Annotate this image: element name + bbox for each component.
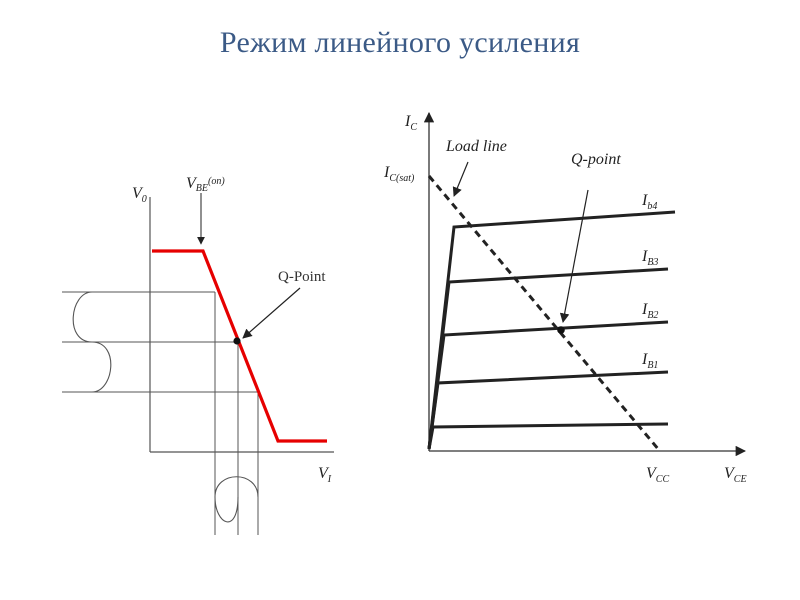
curve-label-ib2: IB2 (641, 301, 658, 321)
page-title: Режим линейного усиления (219, 26, 581, 59)
curve-label-ib1: IB1 (641, 351, 658, 371)
vcc-label: VCC (646, 465, 669, 485)
vbe-on-label: VBE(on) (186, 175, 225, 194)
transfer-q-point (233, 337, 241, 345)
curve-ib0 (427, 422, 669, 450)
output-q-point-label: Q-point (571, 151, 621, 168)
curve-label-ib4: Ib4 (641, 192, 657, 212)
output-characteristics-diagram: Q-point Load line IC IC(sat) VCC VCE Ib4… (383, 111, 747, 485)
transfer-y-axis-label: V0 (132, 185, 147, 205)
curve-ib1 (427, 370, 669, 450)
input-sine-wave (72, 291, 112, 393)
vce-axis-label: VCE (724, 465, 747, 485)
curve-ib2 (427, 320, 669, 450)
output-q-point (557, 326, 565, 334)
load-line-arrow (452, 161, 469, 197)
ic-sat-label: IC(sat) (383, 164, 415, 184)
curve-ib3 (427, 267, 669, 450)
load-line (427, 175, 661, 451)
transfer-q-point-arrow (242, 287, 301, 339)
output-sine-wave (214, 476, 259, 523)
transfer-curve (152, 249, 327, 443)
transfer-x-axis-label: VI (318, 465, 332, 485)
transfer-diagram: Q-Point VBE(on) V0 VI (62, 175, 334, 535)
load-line-label: Load line (445, 138, 507, 155)
curve-ib4 (427, 210, 676, 450)
output-q-point-arrow (559, 189, 589, 323)
ic-axis-label: IC (404, 113, 417, 133)
transfer-q-point-label: Q-Point (278, 269, 326, 285)
curve-label-ib3: IB3 (641, 248, 658, 268)
